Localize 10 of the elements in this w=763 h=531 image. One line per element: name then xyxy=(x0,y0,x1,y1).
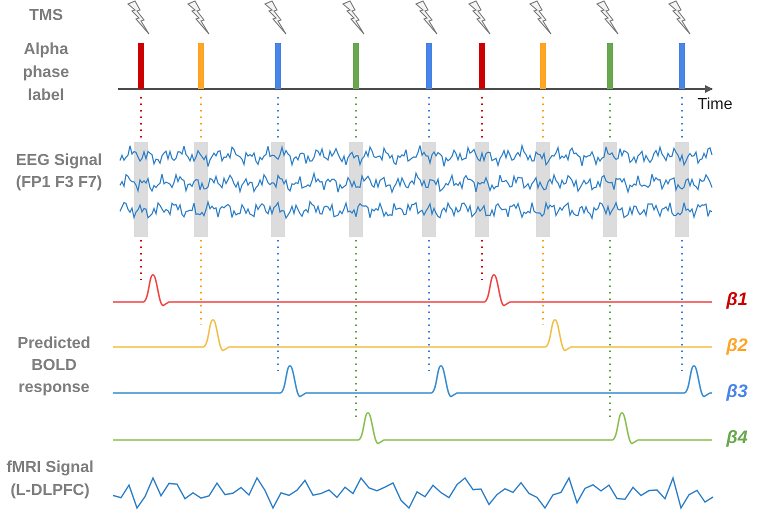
series-label: β3 xyxy=(725,382,749,401)
row-label: EEG Signal (FP1 F3 F7) xyxy=(14,151,104,193)
series-label: β2 xyxy=(725,336,749,355)
axis-label: Time xyxy=(696,95,734,114)
row-label: Alpha phase label xyxy=(22,40,70,106)
row-label: fMRI Signal (L-DLPFC) xyxy=(5,458,95,501)
series-label: β1 xyxy=(725,290,749,309)
row-label: TMS xyxy=(28,6,64,25)
series-label: β4 xyxy=(725,428,749,447)
row-label: Predicted BOLD response xyxy=(16,334,92,398)
